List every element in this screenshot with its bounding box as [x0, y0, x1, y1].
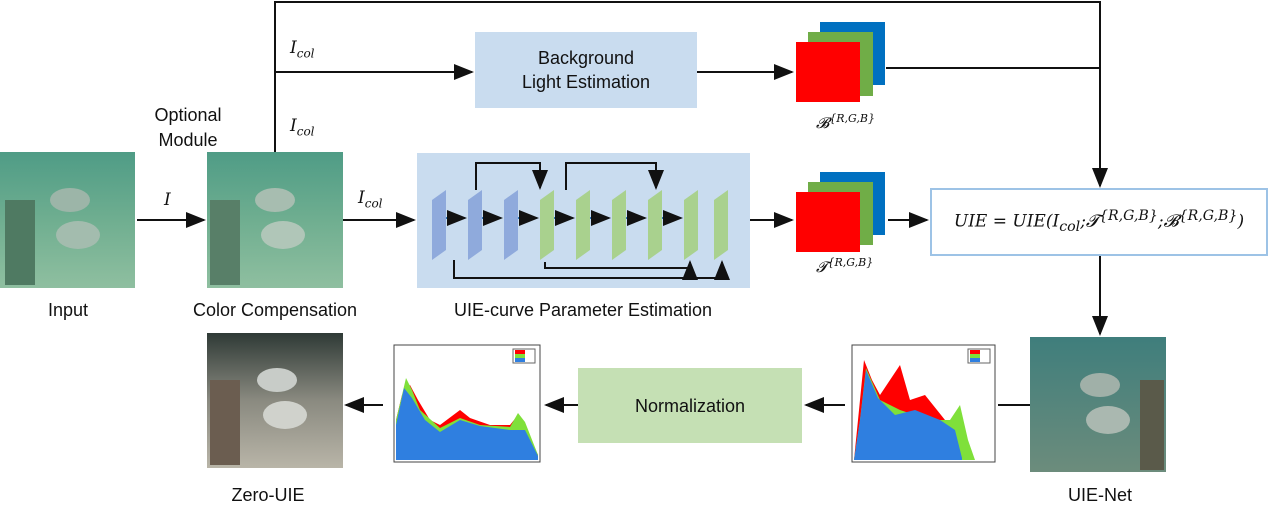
icol-label-top: Icol	[290, 38, 315, 61]
zero-uie-label: Zero-UIE	[231, 485, 305, 505]
network-layers	[432, 162, 730, 280]
input-label: Input	[47, 300, 89, 320]
uie-net-photo	[1030, 337, 1166, 472]
zero-uie-photo	[207, 333, 343, 468]
histogram-uie-net	[851, 344, 996, 463]
uie-net-label: UIE-Net	[1067, 485, 1133, 505]
color-compensation-photo	[207, 152, 343, 288]
formula: UIE = UIE(Icol;𝓣{R,G,B};𝓑{R,G,B})	[953, 208, 1245, 236]
icol-label-right: Icol	[358, 188, 383, 211]
light-estimation-label: Light Estimation	[521, 72, 651, 92]
normalization-label: Normalization	[634, 395, 746, 416]
b-rgb-stack	[796, 22, 885, 102]
input-photo	[0, 152, 135, 288]
t-rgb-label: 𝓣{R,G,B}	[816, 256, 874, 276]
icol-label-mid: Icol	[290, 116, 315, 139]
background-label: Background	[537, 48, 635, 68]
b-rgb-label: 𝓑{R,G,B}	[816, 112, 875, 132]
normalization-box: Normalization	[578, 368, 802, 443]
t-rgb-stack	[796, 172, 885, 252]
histogram-zero-uie	[393, 344, 541, 463]
input-symbol: I	[164, 190, 171, 210]
uie-curve-label: UIE-curve Parameter Estimation	[453, 300, 713, 320]
formula-box: UIE = UIE(Icol;𝓣{R,G,B};𝓑{R,G,B})	[930, 188, 1268, 256]
color-compensation-label: Color Compensation	[192, 300, 358, 320]
